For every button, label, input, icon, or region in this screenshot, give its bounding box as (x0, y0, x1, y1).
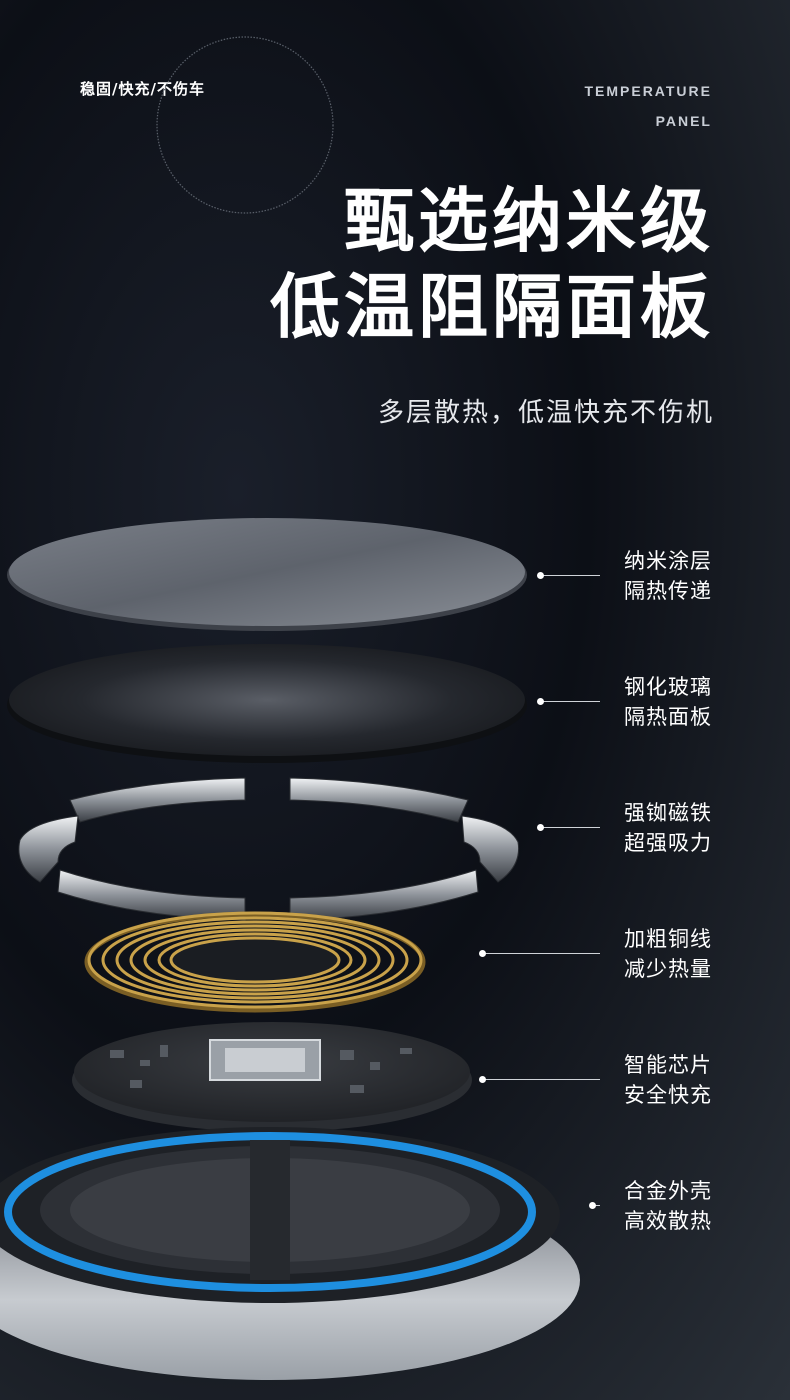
page-title: 甄选纳米级 低温阻隔面板 (270, 178, 714, 350)
layer-label-line1: 合金外壳 (624, 1179, 712, 1203)
decorative-ring-icon (156, 36, 334, 214)
tempered-glass-layer (7, 644, 527, 763)
tagline: 稳固/快充/不伤车 (80, 80, 205, 98)
copper-coil-layer (84, 911, 426, 1013)
title-line1: 甄选纳米级 (344, 180, 714, 262)
layer-label-line2: 安全快充 (624, 1083, 712, 1107)
layer-label-line1: 智能芯片 (624, 1053, 712, 1077)
nano-coating-layer (7, 518, 527, 631)
leader-line-1 (537, 572, 600, 579)
layer-label-alloy-shell: 合金外壳 高效散热 (624, 1176, 712, 1236)
title-line2: 低温阻隔面板 (270, 266, 714, 348)
leader-line-4 (479, 950, 600, 957)
layer-label-line1: 纳米涂层 (624, 549, 712, 573)
page-subtitle: 多层散热，低温快充不伤机 (377, 398, 714, 428)
layer-label-line2: 减少热量 (624, 957, 712, 981)
layer-label-line1: 加粗铜线 (624, 927, 712, 951)
layer-label-copper-coil: 加粗铜线 减少热量 (624, 924, 712, 984)
leader-line-3 (537, 824, 600, 831)
magnet-ring-layer (18, 777, 520, 921)
layer-label-line2: 超强吸力 (624, 831, 712, 855)
alloy-shell-layer (0, 1127, 580, 1380)
leader-line-6 (589, 1202, 600, 1209)
layer-label-line2: 隔热传递 (624, 579, 712, 603)
layer-label-tempered-glass: 钢化玻璃 隔热面板 (624, 672, 712, 732)
smart-chip-layer (72, 1022, 472, 1132)
leader-line-5 (479, 1076, 600, 1083)
layer-label-line1: 钢化玻璃 (624, 675, 712, 699)
layer-label-line2: 隔热面板 (624, 705, 712, 729)
section-en-line1: TEMPERATURE (584, 83, 712, 99)
leader-line-2 (537, 698, 600, 705)
layer-label-nano-coating: 纳米涂层 隔热传递 (624, 546, 712, 606)
section-en-label: TEMPERATURE PANEL (584, 76, 712, 136)
layer-label-smart-chip: 智能芯片 安全快充 (624, 1050, 712, 1110)
layer-label-line1: 强铷磁铁 (624, 801, 712, 825)
section-en-line2: PANEL (655, 113, 712, 129)
layer-label-line2: 高效散热 (624, 1209, 712, 1233)
layer-label-magnet: 强铷磁铁 超强吸力 (624, 798, 712, 858)
